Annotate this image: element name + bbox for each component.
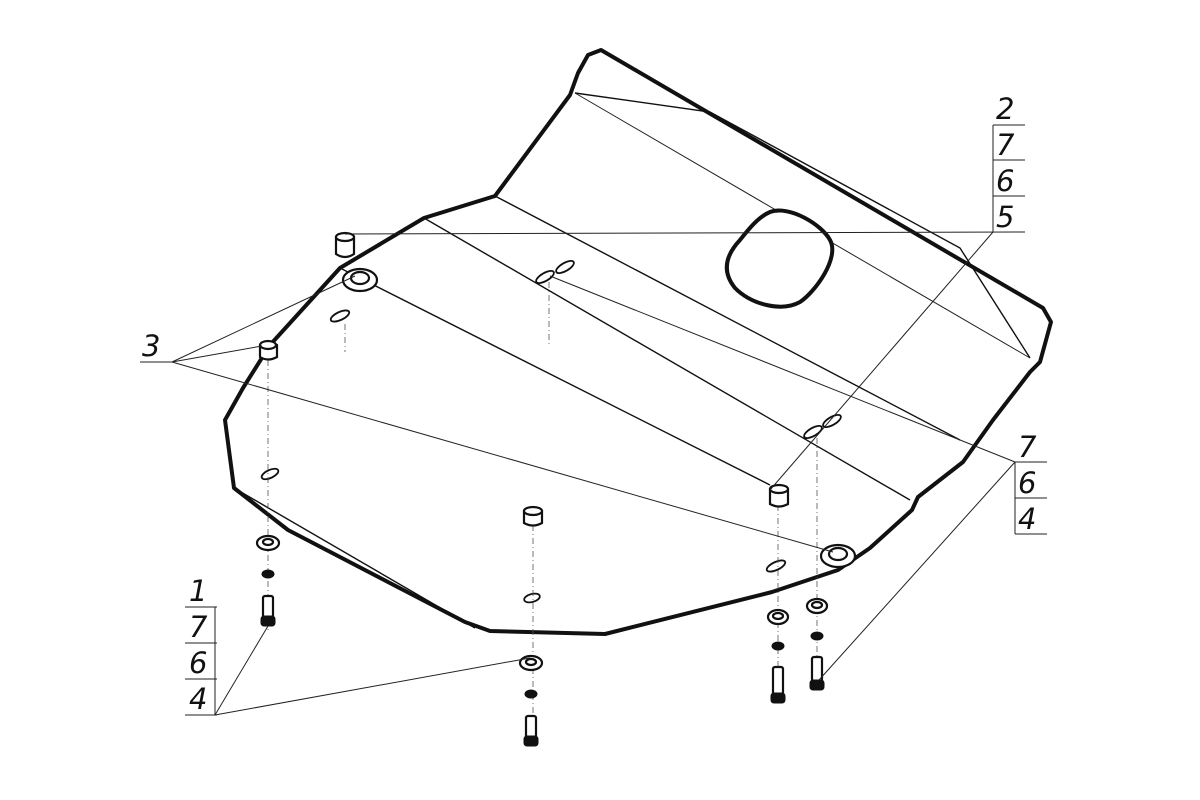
cage-nut	[768, 483, 790, 508]
leader-line	[769, 231, 994, 491]
callout-label-7: 7	[996, 128, 1015, 162]
bend-line-front	[423, 217, 911, 501]
lock-washer	[771, 641, 785, 651]
bolt-shank	[261, 594, 275, 620]
fastener-stack-left	[255, 534, 281, 627]
lock-washer	[524, 689, 538, 699]
leader-line	[171, 275, 356, 363]
callout-label-4: 4	[189, 682, 207, 716]
slot	[329, 309, 351, 323]
callout-label-7: 7	[1018, 430, 1037, 464]
callout-label-2: 2	[996, 92, 1014, 126]
skid-plate	[223, 48, 1053, 636]
leader-line	[171, 345, 263, 363]
cage-nut	[334, 231, 356, 259]
callout-label-1: 1	[189, 574, 207, 608]
fastener-stack-center	[518, 654, 544, 747]
fastener-stack-right-b	[805, 597, 829, 691]
callout-label-3: 3	[142, 329, 160, 363]
plate-lip-front	[233, 487, 476, 629]
bend-line-mid	[494, 195, 961, 441]
slot	[260, 467, 280, 481]
bolt-head	[523, 735, 539, 747]
callout-label-6: 6	[996, 164, 1014, 198]
boss-inner	[349, 270, 371, 286]
cage-nuts	[258, 231, 790, 527]
bend-line-rear	[339, 267, 771, 486]
callout-label-6: 6	[1018, 466, 1036, 500]
leader-line	[818, 461, 1016, 681]
flat-washer-hole	[261, 537, 275, 547]
bolt-shank	[771, 665, 785, 697]
leader-line	[344, 231, 1026, 235]
boss-inner	[827, 546, 849, 562]
leader-line	[171, 361, 834, 553]
leader-line	[549, 275, 1016, 463]
cage-nut	[522, 505, 544, 527]
fastener-stack-right-a	[766, 608, 790, 704]
callout-top-right: 2 7 6 5	[992, 92, 1025, 234]
callout-label-6: 6	[189, 646, 207, 680]
callout-left: 3	[140, 329, 172, 363]
lock-washer	[810, 631, 824, 641]
callout-label-4: 4	[1018, 502, 1036, 536]
callout-right: 7 6 4	[1014, 430, 1047, 536]
slot	[555, 260, 575, 274]
bolt-shank	[524, 714, 538, 740]
callout-label-5: 5	[996, 200, 1014, 234]
callout-bottom-left: 1 7 6 4	[185, 574, 217, 716]
leader-line	[214, 625, 269, 716]
flat-washer-hole	[524, 657, 538, 667]
bolt-head	[770, 692, 786, 704]
lock-washer	[261, 569, 275, 579]
inspection-hatch	[724, 208, 835, 309]
bolt-head	[260, 615, 276, 627]
leader-line	[214, 657, 531, 716]
callout-label-7: 7	[189, 610, 208, 644]
mounting-slots	[260, 260, 842, 604]
leader-lines	[171, 231, 1026, 716]
center-lines	[267, 282, 818, 745]
bolt-shank	[810, 655, 824, 683]
slot	[803, 425, 823, 439]
cage-nut	[258, 339, 279, 361]
slot	[523, 592, 541, 604]
slot	[765, 559, 787, 573]
bend-line-upper	[574, 92, 1031, 359]
slot	[535, 270, 555, 284]
flat-washer-hole	[810, 600, 824, 610]
flat-washer-hole	[771, 611, 785, 621]
bolt-head	[809, 679, 825, 691]
